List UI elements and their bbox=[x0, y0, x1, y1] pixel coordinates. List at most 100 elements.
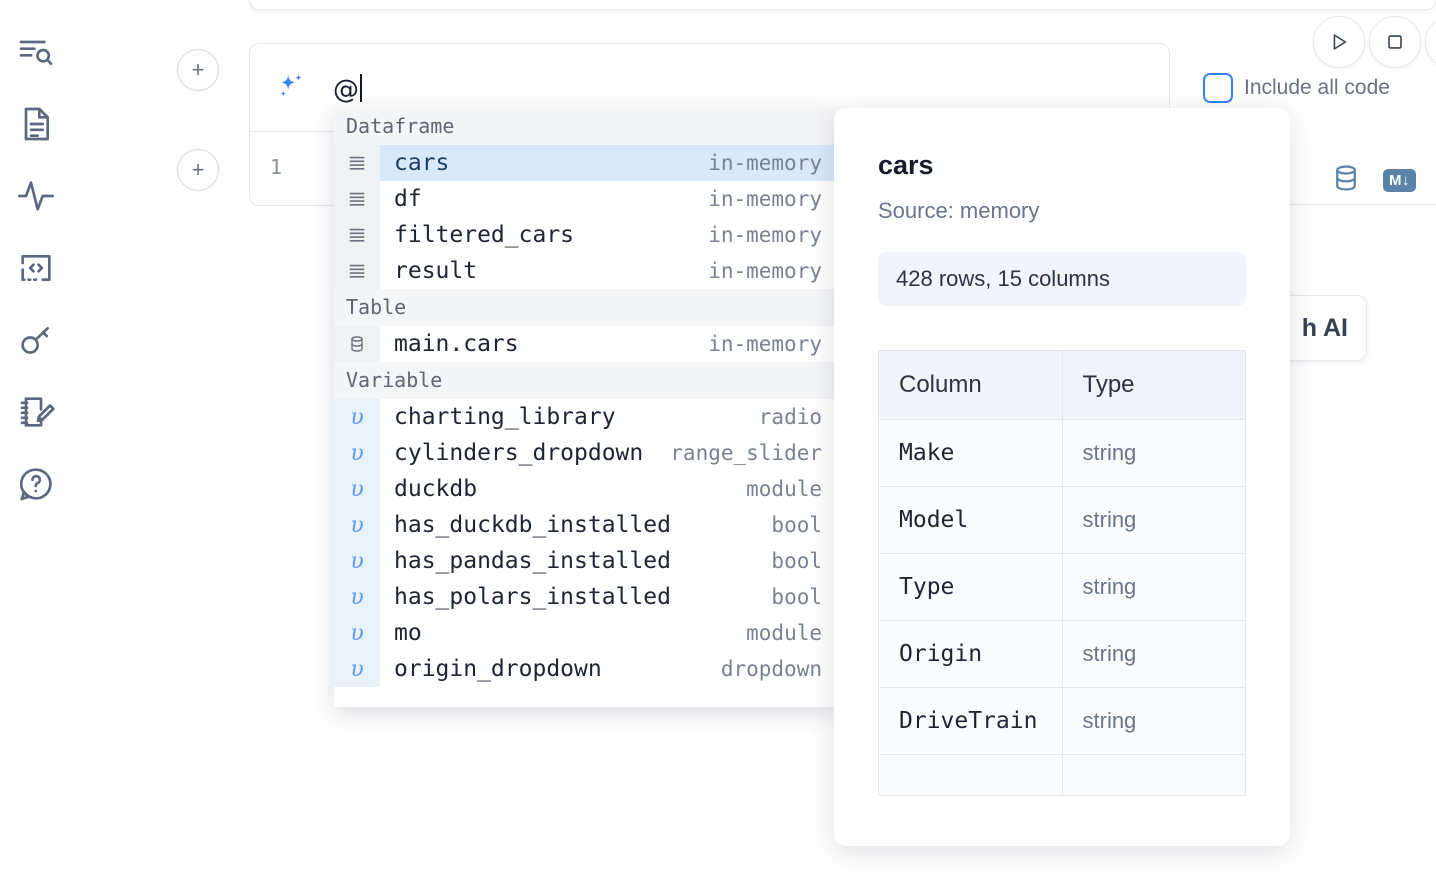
autocomplete-item-name: main.cars bbox=[394, 331, 519, 357]
autocomplete-item-type: in-memory bbox=[708, 223, 822, 247]
explore-icon[interactable] bbox=[12, 16, 60, 88]
autocomplete-item[interactable]: υ origin_dropdown dropdown bbox=[334, 651, 834, 687]
notepad-icon[interactable] bbox=[12, 376, 60, 448]
autocomplete-item-name: cylinders_dropdown bbox=[394, 440, 644, 466]
preview-column-type: string bbox=[1061, 486, 1246, 554]
file-icon[interactable] bbox=[12, 88, 60, 160]
left-icon-rail bbox=[0, 0, 72, 874]
variable-icon: υ bbox=[334, 543, 380, 579]
autocomplete-item-name: df bbox=[394, 186, 422, 212]
include-all-code-checkbox[interactable] bbox=[1203, 73, 1233, 103]
variable-icon: υ bbox=[334, 579, 380, 615]
sparkle-icon bbox=[274, 71, 308, 105]
dataframe-icon bbox=[334, 181, 380, 217]
autocomplete-item-name: has_polars_installed bbox=[394, 584, 671, 610]
variable-icon: υ bbox=[334, 435, 380, 471]
add-cell-above-button[interactable]: + bbox=[177, 49, 219, 91]
markdown-badge-label: M bbox=[1389, 172, 1402, 189]
ai-prompt-value: @ bbox=[333, 75, 359, 105]
autocomplete-group-header: Table bbox=[334, 289, 834, 326]
variable-icon: υ bbox=[334, 615, 380, 651]
dataframe-icon bbox=[334, 217, 380, 253]
activity-icon[interactable] bbox=[12, 160, 60, 232]
add-cell-above-label: + bbox=[191, 57, 205, 82]
table-row-clipped bbox=[878, 754, 1246, 796]
autocomplete-item-type: module bbox=[746, 621, 822, 645]
autocomplete-item-type: module bbox=[746, 477, 822, 501]
autocomplete-item-name: has_pandas_installed bbox=[394, 548, 671, 574]
autocomplete-item-type: bool bbox=[771, 513, 822, 537]
autocomplete-item-name: duckdb bbox=[394, 476, 478, 502]
add-cell-below-button[interactable]: + bbox=[177, 149, 219, 191]
autocomplete-item-name: mo bbox=[394, 620, 422, 646]
autocomplete-item-name: result bbox=[394, 258, 478, 284]
dataframe-preview-panel: cars Source: memory 428 rows, 15 columns… bbox=[834, 108, 1290, 846]
more-actions-button[interactable] bbox=[1425, 16, 1436, 68]
preview-column-name: Model bbox=[878, 486, 1063, 554]
autocomplete-item-type: in-memory bbox=[708, 151, 822, 175]
line-number: 1 bbox=[270, 155, 283, 179]
dataframe-icon bbox=[334, 253, 380, 289]
autocomplete-item[interactable]: υ cylinders_dropdown range_slider bbox=[334, 435, 834, 471]
autocomplete-item-type: dropdown bbox=[720, 657, 822, 681]
autocomplete-item-cell: cylinders_dropdown range_slider bbox=[380, 435, 834, 471]
preview-schema-header-row: Column Type bbox=[878, 350, 1246, 420]
variable-icon: υ bbox=[334, 471, 380, 507]
run-button[interactable] bbox=[1313, 16, 1365, 68]
stop-button[interactable] bbox=[1369, 16, 1421, 68]
include-all-code-toggle[interactable]: Include all code bbox=[1203, 73, 1390, 103]
previous-cell bbox=[249, 0, 1436, 10]
generate-with-ai-label: h AI bbox=[1301, 313, 1348, 342]
preview-column-header: Column bbox=[878, 350, 1063, 420]
table-icon bbox=[334, 326, 380, 362]
help-icon[interactable] bbox=[12, 448, 60, 520]
toolbar-divider bbox=[1180, 204, 1436, 205]
ai-prompt-input[interactable]: @ bbox=[333, 70, 362, 105]
autocomplete-item-name: origin_dropdown bbox=[394, 656, 602, 682]
autocomplete-item-type: in-memory bbox=[708, 259, 822, 283]
preview-column-type: string bbox=[1061, 553, 1246, 621]
autocomplete-item-cell: has_polars_installed bool bbox=[380, 579, 834, 615]
key-icon[interactable] bbox=[12, 304, 60, 376]
autocomplete-item-type: bool bbox=[771, 585, 822, 609]
database-icon[interactable] bbox=[1331, 163, 1361, 198]
text-caret bbox=[360, 74, 362, 102]
markdown-icon[interactable]: M↓ bbox=[1383, 169, 1416, 192]
variable-icon: υ bbox=[334, 399, 380, 435]
autocomplete-item-cell: duckdb module bbox=[380, 471, 834, 507]
code-icon[interactable] bbox=[12, 232, 60, 304]
autocomplete-item[interactable]: υ has_polars_installed bool bbox=[334, 579, 834, 615]
autocomplete-item[interactable]: result in-memory bbox=[334, 253, 834, 289]
variable-icon: υ bbox=[334, 651, 380, 687]
autocomplete-item-type: range_slider bbox=[670, 441, 822, 465]
preview-column-name: DriveTrain bbox=[878, 687, 1063, 755]
cell-type-icons: M↓ bbox=[1331, 163, 1416, 198]
preview-column-name bbox=[878, 754, 1063, 796]
preview-type-header: Type bbox=[1061, 350, 1246, 420]
variable-icon: υ bbox=[334, 507, 380, 543]
autocomplete-item-type: radio bbox=[758, 405, 822, 429]
preview-source: Source: memory bbox=[878, 198, 1040, 223]
autocomplete-item-cell: result in-memory bbox=[380, 253, 834, 289]
